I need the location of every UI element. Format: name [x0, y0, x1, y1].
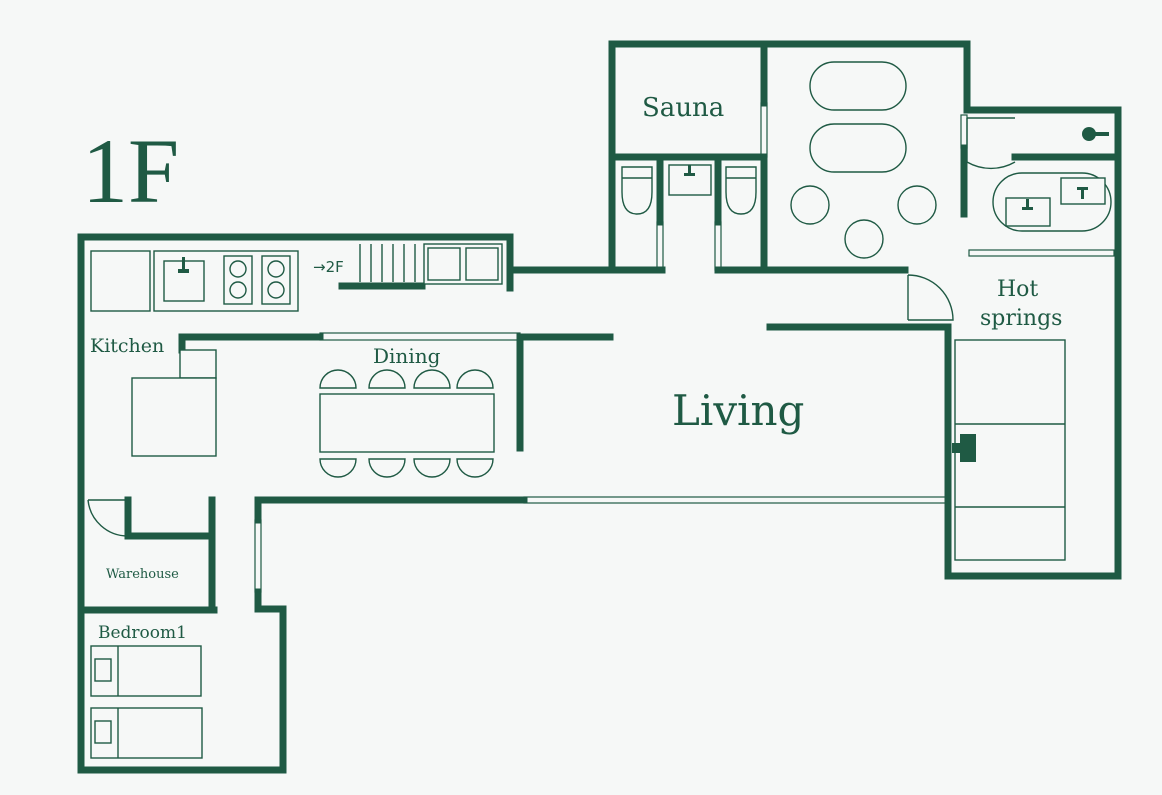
stairs: →2F [313, 243, 503, 285]
bath-fixtures [952, 127, 1112, 561]
room-label-hot-springs-line2: springs [980, 306, 1062, 331]
room-label-bedroom1: Bedroom1 [98, 623, 187, 643]
room-label-kitchen: Kitchen [90, 335, 164, 357]
windows [254, 102, 1115, 593]
door-swing [87, 499, 129, 537]
room-label-warehouse: Warehouse [106, 567, 179, 582]
beds [90, 645, 203, 759]
toilets [621, 164, 757, 215]
rest-area [790, 61, 937, 259]
doors [87, 117, 1016, 537]
room-label-sauna: Sauna [642, 93, 724, 123]
room-label-living: Living [672, 386, 804, 435]
door-swing [966, 117, 1016, 170]
door-swing [907, 274, 954, 321]
stairs-label: →2F [313, 258, 344, 276]
dining-table [319, 369, 495, 478]
kitchen-counter [90, 250, 299, 457]
room-label-dining: Dining [373, 344, 441, 368]
room-labels: Sauna Hot springs Kitchen Dining Living … [90, 93, 1062, 643]
room-label-hot-springs-line1: Hot [997, 277, 1038, 302]
floor-label: 1F [82, 120, 179, 222]
